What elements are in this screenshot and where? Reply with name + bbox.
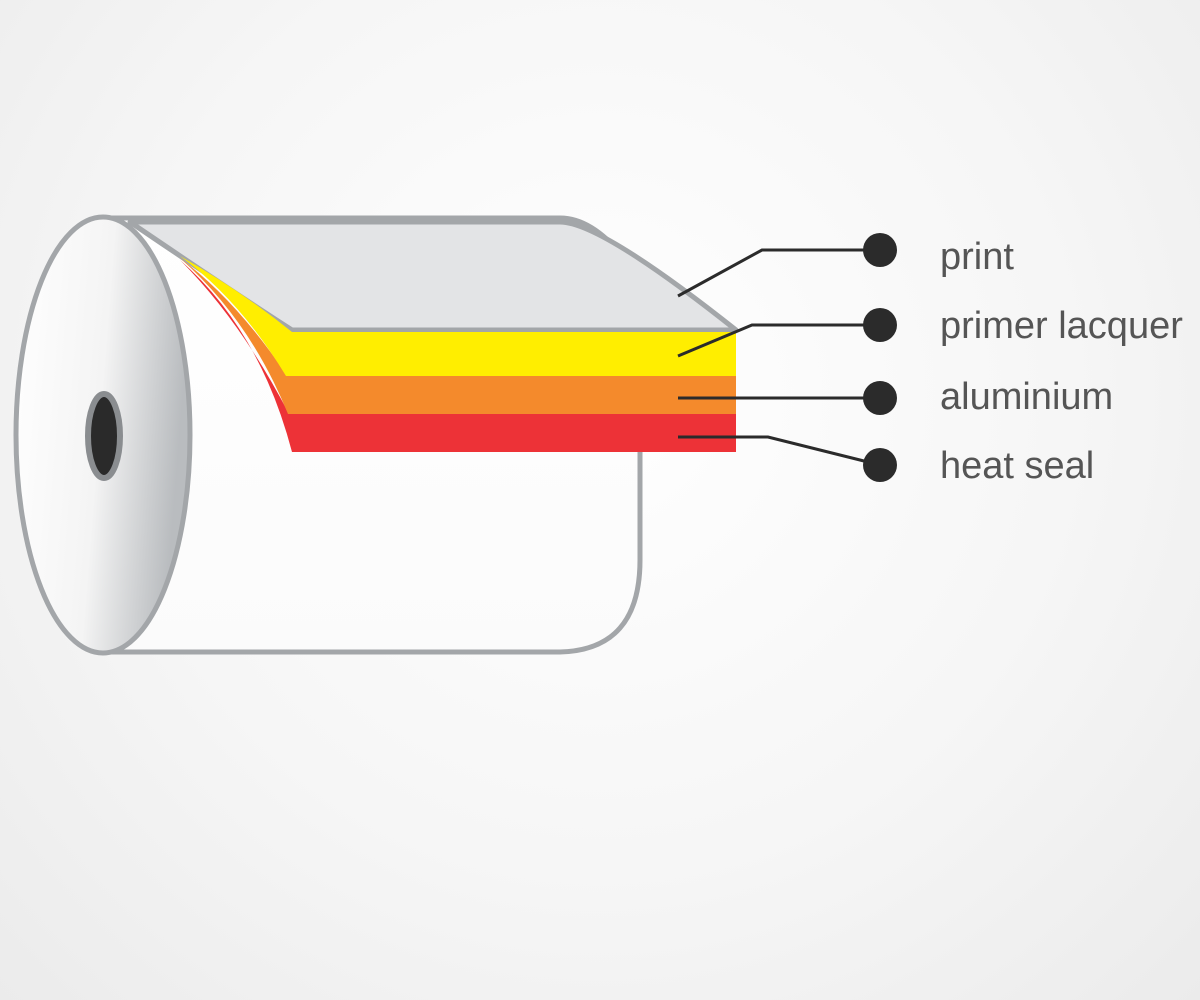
- leader-line-primer-lacquer: [677, 323, 880, 358]
- leader-dot-print: [863, 233, 897, 267]
- roll-core-hole: [85, 391, 123, 481]
- leader-dot-primer-lacquer: [863, 308, 897, 342]
- label-print: print: [940, 236, 1014, 278]
- leader-dot-aluminium: [863, 381, 897, 415]
- label-aluminium: aluminium: [940, 376, 1114, 418]
- label-primer-lacquer: primer lacquer: [940, 305, 1183, 347]
- leader-line-print: [677, 248, 880, 298]
- label-heat-seal: heat seal: [940, 445, 1095, 487]
- leader-line-heat-seal: [678, 435, 881, 467]
- leader-dot-heat-seal: [863, 448, 897, 482]
- primer-lacquer-layer: [180, 256, 736, 376]
